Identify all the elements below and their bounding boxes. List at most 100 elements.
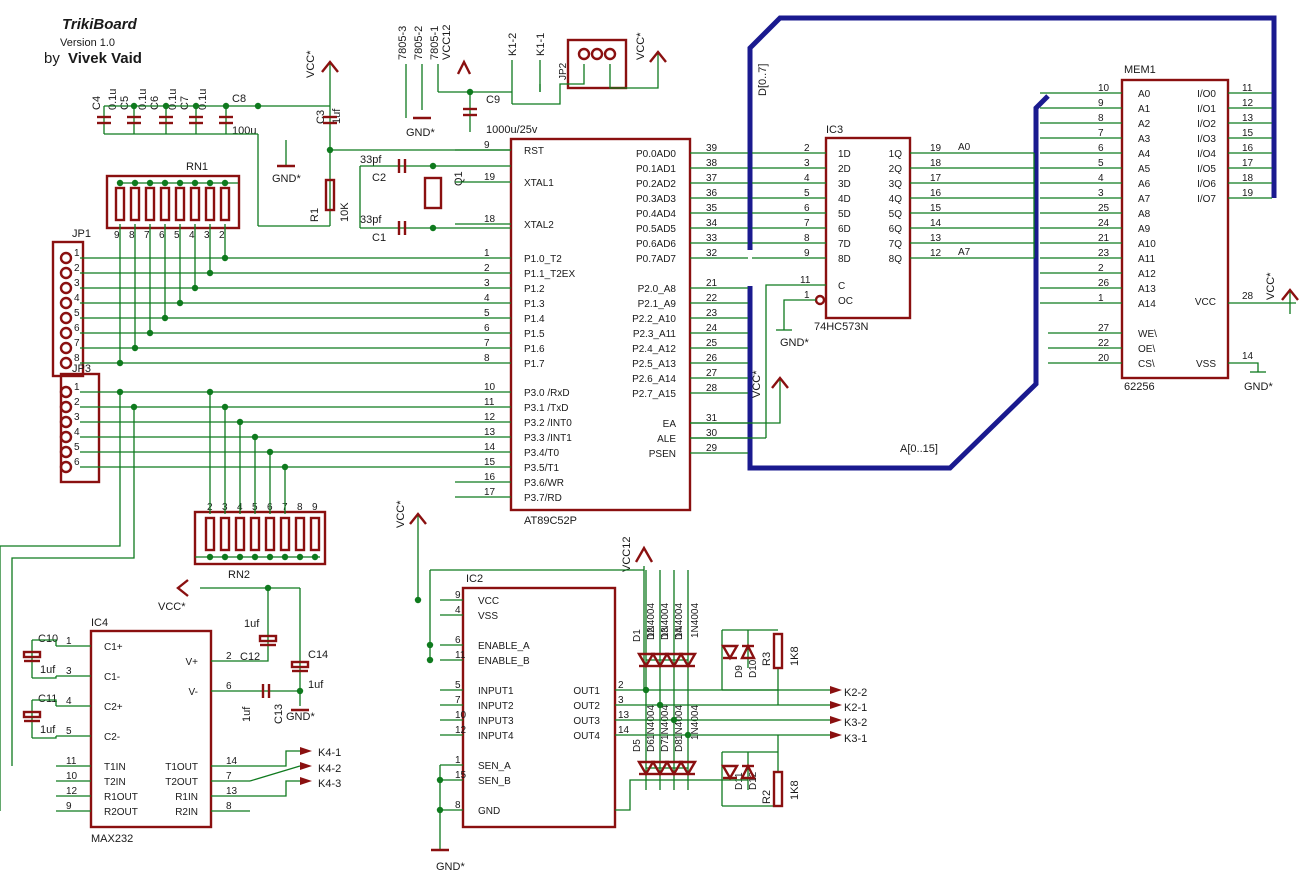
junction-dot [116, 359, 124, 367]
capacitor-icon [258, 634, 278, 643]
gnd-label-latch: GND* [780, 337, 809, 349]
rs232-pin-name: T1IN [104, 762, 126, 773]
header-pin-icon [59, 311, 73, 325]
resistor-icon [204, 516, 216, 552]
junction-dot [264, 584, 272, 592]
resistor-icon [204, 186, 216, 222]
d6-part: 1N4004 [660, 705, 671, 740]
mcu-pin-number: 32 [706, 248, 718, 259]
rs232-part: MAX232 [91, 833, 133, 845]
driver-pin-name: ENABLE_B [478, 656, 530, 667]
mcu-pin-number: 12 [484, 412, 496, 423]
ram-pin-name: A0 [1138, 89, 1151, 100]
ram-pin-name: A12 [1138, 269, 1156, 280]
ram-pin-number: 28 [1242, 291, 1254, 302]
driver-pin-number: 10 [455, 710, 467, 721]
max-cap-wire [32, 736, 57, 739]
ram-pin-name: A3 [1138, 134, 1151, 145]
mcu-pin-name: P2.0_A8 [638, 284, 677, 295]
resistor-icon [114, 186, 126, 222]
flag-k3-2: K3-2 [844, 717, 867, 729]
ram-pin-name: I/O6 [1197, 179, 1216, 190]
mcu-pin-name: P2.5_A13 [632, 359, 676, 370]
rs232-pin-name: T2OUT [165, 777, 198, 788]
ram-pin-number: 1 [1098, 293, 1104, 304]
led-icon [720, 644, 740, 661]
jp1-pin-number: 1 [74, 248, 80, 259]
c12-label: C12 [240, 651, 260, 663]
mcu-pin-number: 16 [484, 472, 496, 483]
jp1-pin-number: 4 [74, 293, 80, 304]
resistor-icon [174, 186, 186, 222]
latch-ref: IC3 [826, 124, 843, 136]
mcu-pin-name: EA [663, 419, 677, 430]
vcc12-arrow-icon [456, 59, 472, 75]
header-pin-icon [59, 356, 73, 370]
ea-wire [690, 402, 781, 424]
driver-pin-number: 2 [618, 680, 624, 691]
resistor-icon [249, 516, 261, 552]
flag-k3-1: K3-1 [844, 733, 867, 745]
ram-pin-name: I/O1 [1197, 104, 1216, 115]
rn1-pin-number: 5 [174, 230, 180, 241]
c14-label: C14 [308, 649, 328, 661]
rs232-pin-number: 2 [226, 651, 232, 662]
mcu-pin-name: P3.6/WR [524, 478, 564, 489]
mcu-pin-number: 39 [706, 143, 718, 154]
latch-pin-number: 9 [804, 248, 810, 259]
driver-pin-name: OUT4 [573, 731, 600, 742]
latch-a0-label: A0 [958, 142, 971, 153]
mcu-pin-number: 25 [706, 338, 718, 349]
d7-part: 1N4004 [674, 705, 685, 740]
rn1-body [105, 174, 241, 230]
junction-dot [162, 102, 170, 110]
author-prefix: by [44, 50, 60, 67]
jp2-pin1 [577, 47, 591, 61]
driver-pin-name: VCC [478, 596, 499, 607]
junction-dot [191, 284, 199, 292]
diode-icon [678, 652, 698, 669]
header-pin-icon [59, 460, 73, 474]
c11-value: 1uf [40, 724, 56, 736]
latch-pin-name: 3D [838, 179, 851, 190]
resistor-icon [159, 186, 171, 222]
rn1-pin-number: 7 [144, 230, 150, 241]
c10-value: 1uf [40, 664, 56, 676]
capacitor-icon [290, 660, 310, 669]
driver-pin-name: OUT2 [573, 701, 600, 712]
latch-pin-number: 2 [804, 143, 810, 154]
c9-label: C9 [486, 94, 500, 106]
latch-pin-name: 2Q [889, 164, 903, 175]
driver-pin-number: 1 [455, 755, 461, 766]
mcu-pin-name: P3.7/RD [524, 493, 562, 504]
max-cap-wire [250, 590, 269, 662]
driver-pin-number: 6 [455, 635, 461, 646]
junction-dot [642, 686, 650, 694]
latch-pin-name: 5Q [889, 209, 903, 220]
net-flag-icon [830, 731, 842, 739]
mcu-pin-name: P1.5 [524, 329, 545, 340]
mcu-pin-name: P3.5/T1 [524, 463, 559, 474]
mcu-pin-name: P3.2 /INT0 [524, 418, 572, 429]
rs232-pin-number: 7 [226, 771, 232, 782]
author-name: Vivek Vaid [68, 50, 142, 67]
vcc12-arrow-icon [634, 545, 654, 563]
rs232-pin-number: 5 [66, 726, 72, 737]
ram-pin-number: 18 [1242, 173, 1254, 184]
latch-ale-wire [765, 284, 826, 438]
gnd-label-max: GND* [286, 711, 315, 723]
d6-label: D6 [646, 739, 657, 752]
gnd-label-ram: GND* [1244, 381, 1273, 393]
rs232-ref: IC4 [91, 617, 108, 629]
rxtx-wire [11, 407, 135, 766]
jp3-pin-number: 6 [74, 457, 80, 468]
driver-pin-number: 4 [455, 605, 461, 616]
jp3-pin-number: 3 [74, 412, 80, 423]
mcu-pin-number: 2 [484, 263, 490, 274]
rs232-pin-number: 13 [226, 786, 238, 797]
d5-label: D5 [632, 739, 643, 752]
ram-pin-number: 23 [1098, 248, 1110, 259]
rs232-pin-name: V+ [185, 657, 198, 668]
d1-label: D1 [632, 629, 643, 642]
rn1-pin-number: 8 [129, 230, 135, 241]
